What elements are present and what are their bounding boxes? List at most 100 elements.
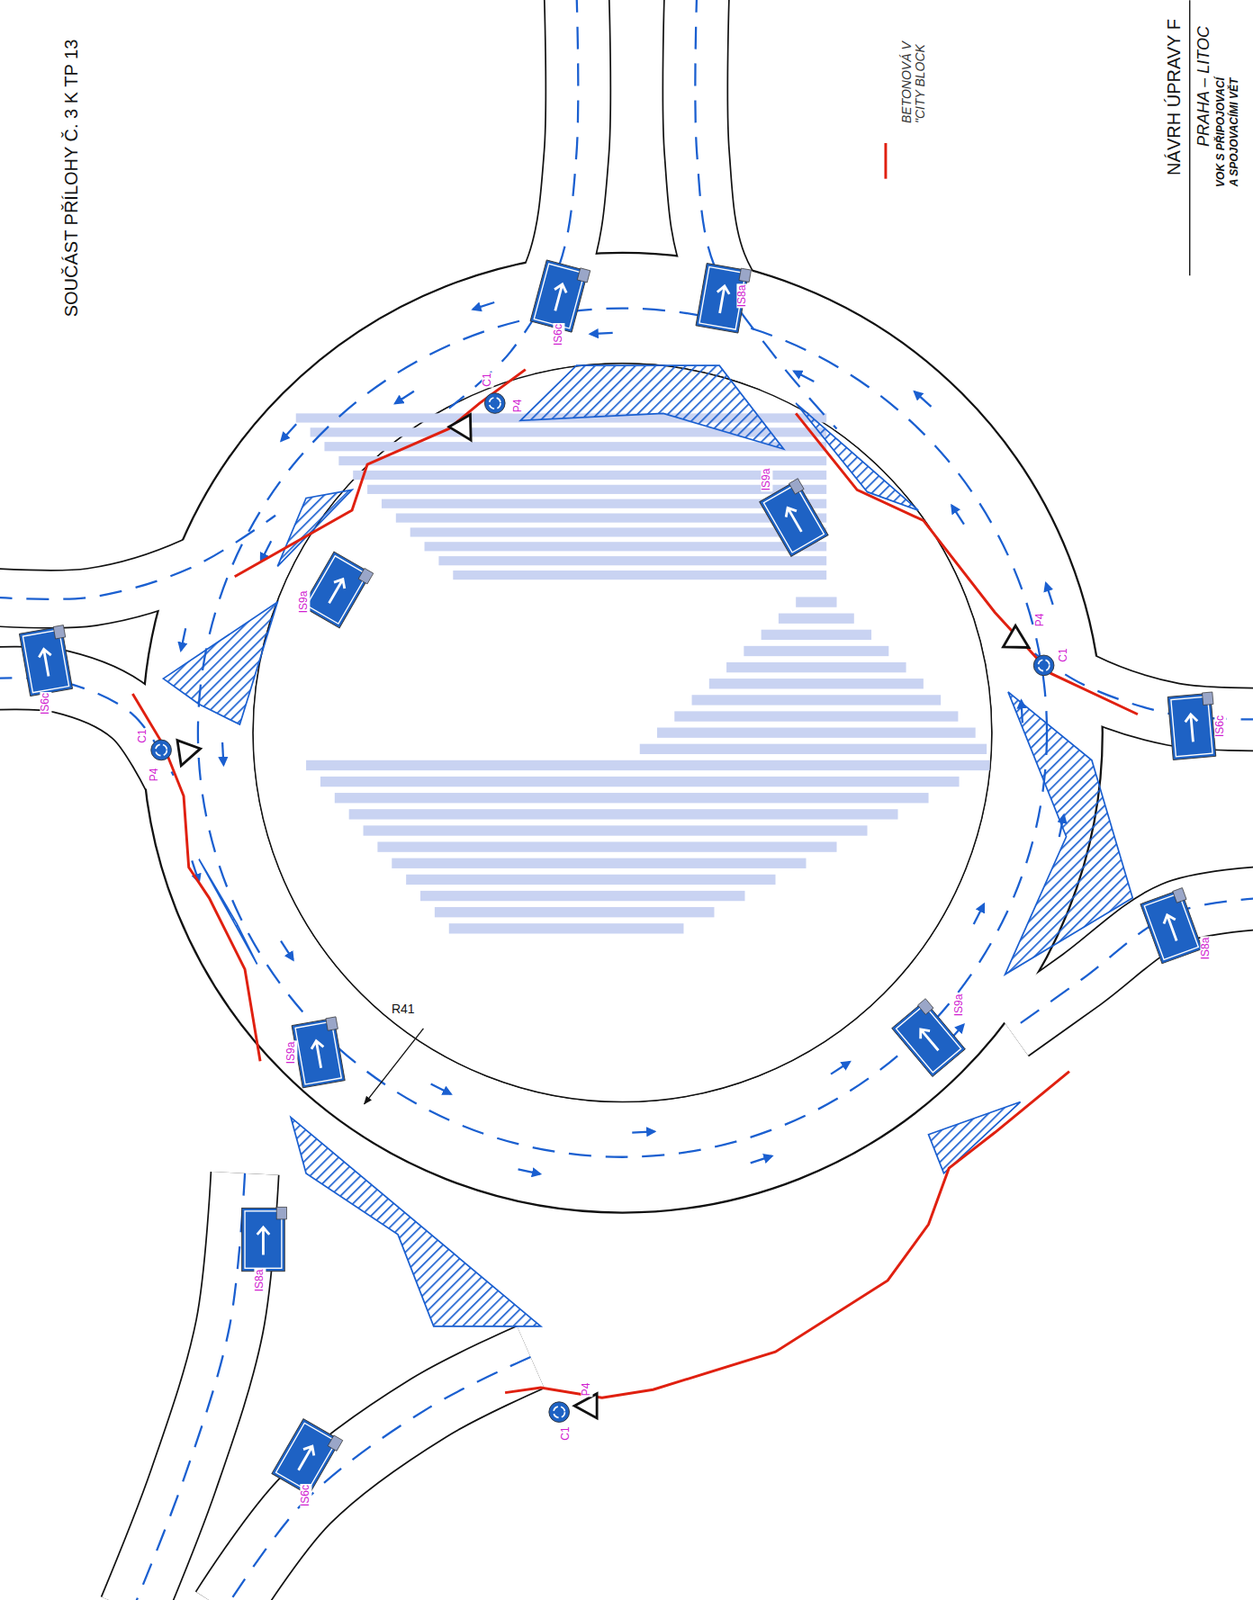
- lane-divider: [132, 1173, 245, 1600]
- watermark-stripe: [743, 646, 889, 657]
- sign-arrow: [1184, 713, 1199, 743]
- ring-edge: [198, 308, 1047, 1158]
- direction-sign: [1167, 692, 1218, 760]
- direction-signs: [18, 259, 1218, 1497]
- sign-mount: [358, 567, 374, 584]
- lane-arrow: [431, 1083, 451, 1094]
- sign-code: IS6c: [299, 1484, 312, 1508]
- road-pavement: [132, 1173, 245, 1600]
- road-edge: [224, 1357, 531, 1600]
- watermark-stripe: [640, 744, 987, 755]
- lane-arrow: [472, 302, 495, 310]
- yield-triangle: [1003, 625, 1036, 659]
- sign-mount: [789, 478, 805, 495]
- sign-mount: [325, 1017, 339, 1031]
- lane-arrow: [973, 904, 984, 925]
- hatched-area: [198, 859, 258, 965]
- concrete-kerb: [234, 369, 526, 577]
- sign-code: IS8a: [253, 1268, 266, 1293]
- sign-border: [1171, 696, 1213, 758]
- watermark-stripe: [334, 793, 929, 803]
- yield-triangle: [574, 1394, 597, 1419]
- roundabout-sign: [1033, 655, 1055, 677]
- watermark-stripe: [306, 760, 990, 771]
- roundabout-sign-arrows: [553, 1406, 565, 1418]
- sign-code: IS9a: [953, 992, 965, 1018]
- concrete-kerb: [795, 413, 1138, 714]
- title-block-text: PRAHA – LITOC: [1195, 25, 1214, 148]
- sign-code: C1: [560, 1425, 573, 1442]
- watermark-stripe: [352, 470, 827, 480]
- legend-line: [883, 143, 887, 180]
- lane-arrow: [590, 333, 613, 334]
- lane-arrow: [1045, 583, 1054, 605]
- sign-mount: [739, 268, 752, 282]
- legend-text: BETONOVÁ V "CITY BLOCK: [899, 14, 928, 125]
- concrete-kerb: [504, 1072, 1070, 1399]
- lane-divider: [198, 308, 1047, 1158]
- roundabout-sign: [151, 739, 172, 761]
- lane-divider: [449, 0, 579, 409]
- direction-sign: [291, 1017, 348, 1089]
- watermark-stripe: [434, 907, 715, 918]
- sign-code: P4: [512, 398, 524, 415]
- sign-arrow: [37, 648, 55, 678]
- watermark-stripe: [795, 596, 837, 607]
- sign-mount: [276, 1207, 287, 1220]
- lane-divider: [0, 677, 174, 776]
- sign-code: IS9a: [286, 1040, 298, 1065]
- direction-sign: [242, 1207, 288, 1272]
- sign-border: [244, 1211, 282, 1269]
- title-block-text: A SPOJOVACÍMI VĚT: [1228, 77, 1241, 189]
- hatched-area: [1005, 692, 1134, 975]
- direction-sign: [302, 550, 374, 630]
- watermark-stripe: [391, 858, 806, 869]
- lane-arrow: [750, 1156, 773, 1164]
- concrete-kerbs: [132, 369, 1138, 1399]
- sign-code: IS9a: [761, 467, 774, 492]
- sign-border: [22, 630, 69, 694]
- direction-sign: [695, 261, 752, 334]
- watermark-stripe: [396, 513, 827, 523]
- sign-border: [1144, 893, 1199, 961]
- sign-arrow: [1161, 912, 1182, 943]
- watermark-stripe: [381, 499, 827, 509]
- yield-triangle: [169, 740, 200, 771]
- roundabout-sign-arrows: [155, 744, 167, 756]
- direction-sign: [18, 625, 75, 697]
- sign-border: [306, 556, 368, 624]
- hatched-area: [795, 403, 919, 511]
- watermark-stripe: [726, 662, 907, 673]
- watermark-stripe: [363, 825, 868, 836]
- lane-divider: [1009, 898, 1253, 1031]
- roundabout-sign-arrows: [489, 397, 501, 409]
- lane-divider: [694, 0, 837, 429]
- sign-code: IS6c: [553, 323, 566, 347]
- lane-arrow: [830, 1062, 850, 1075]
- roundabout-sign: [484, 393, 505, 415]
- sign-arrow: [257, 1227, 271, 1256]
- sign-plate: [1140, 889, 1203, 964]
- radius-leader: [364, 1028, 424, 1105]
- sheet-header: SOUČÁST PŘÍLOHY Č. 3 K TP 13: [61, 38, 82, 319]
- road-pavement: [224, 1357, 531, 1600]
- sign-code: P4: [580, 1382, 593, 1398]
- lane-arrow: [280, 941, 294, 961]
- watermark-stripe: [420, 891, 745, 902]
- watermark-stripe: [438, 556, 827, 566]
- concrete-kerb: [132, 694, 261, 1062]
- sign-arrow: [782, 504, 807, 535]
- sign-mount: [327, 1435, 343, 1452]
- lane-arrow: [951, 505, 965, 525]
- sign-code: C1: [1058, 647, 1071, 663]
- sign-border: [276, 1423, 337, 1491]
- sign-border: [533, 263, 585, 329]
- lane-arrow: [518, 1169, 541, 1174]
- watermark-stripe: [692, 694, 942, 705]
- roundabout-sign-arrows: [1037, 659, 1049, 671]
- radius-dimension: R41: [390, 1003, 416, 1018]
- sign-arrow: [916, 1025, 944, 1055]
